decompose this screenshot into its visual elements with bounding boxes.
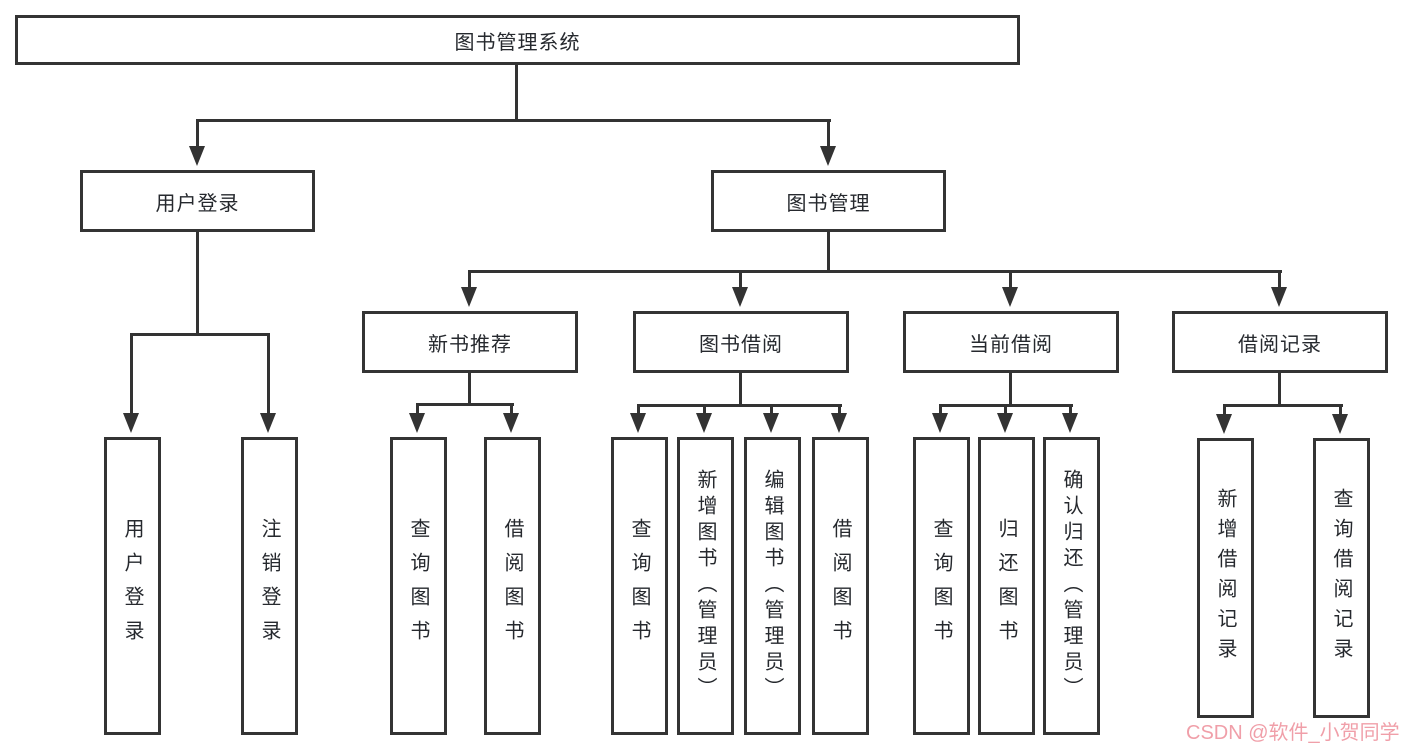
connector-drop-leaf xyxy=(1339,404,1342,418)
leaf-borrow-books: 借阅图书 xyxy=(812,437,869,735)
leaf-label: 新增图书（管理员） xyxy=(694,469,716,703)
leaf-confirm-return-admin: 确认归还（管理员） xyxy=(1043,437,1100,735)
leaf-label: 查询借阅记录 xyxy=(1330,488,1352,668)
leaf-label: 查询图书 xyxy=(930,518,952,654)
connector-drop-group xyxy=(1009,270,1012,290)
connector-group-rail xyxy=(1224,404,1343,407)
connector-group-stem xyxy=(739,372,742,406)
node-user-login: 用户登录 xyxy=(80,170,315,232)
leaf-query-books: 查询图书 xyxy=(913,437,970,735)
arrowhead-leaf xyxy=(260,413,276,433)
leaf-label: 借阅图书 xyxy=(501,518,523,654)
node-borrow-records: 借阅记录 xyxy=(1172,311,1388,373)
connector-drop-leaf xyxy=(510,403,513,417)
arrowhead-book-mgmt xyxy=(820,146,836,166)
arrowhead-leaf xyxy=(409,413,425,433)
leaf-label: 新增借阅记录 xyxy=(1214,488,1236,668)
leaf-return-books: 归还图书 xyxy=(978,437,1035,735)
connector-level2-rail xyxy=(468,270,1282,273)
leaf-borrow-books: 借阅图书 xyxy=(484,437,541,735)
node-new-book-recommend: 新书推荐 xyxy=(362,311,578,373)
connector-drop-book-mgmt xyxy=(827,119,830,149)
node-label: 借阅记录 xyxy=(1238,333,1322,356)
node-label: 图书管理系统 xyxy=(454,31,581,54)
arrowhead-leaf xyxy=(763,413,779,433)
connector-user-login-stem xyxy=(196,231,199,335)
leaf-label: 查询图书 xyxy=(628,518,650,654)
node-book-borrow: 图书借阅 xyxy=(633,311,849,373)
arrowhead-group xyxy=(732,287,748,307)
leaf-query-books: 查询图书 xyxy=(390,437,447,735)
arrowhead-group xyxy=(1271,287,1287,307)
connector-user-login-rail xyxy=(131,333,270,336)
leaf-label: 查询图书 xyxy=(407,518,429,654)
node-label: 新书推荐 xyxy=(428,333,512,356)
connector-level1-rail xyxy=(197,119,831,122)
leaf-label: 编辑图书（管理员） xyxy=(761,469,783,703)
connector-drop-leaf xyxy=(130,333,133,417)
connector-drop-leaf xyxy=(703,404,706,417)
connector-drop-leaf xyxy=(838,404,841,417)
connector-book-mgmt-stem xyxy=(827,231,830,273)
arrowhead-group xyxy=(461,287,477,307)
connector-drop-leaf xyxy=(416,403,419,417)
arrowhead-leaf xyxy=(831,413,847,433)
arrowhead-leaf xyxy=(123,413,139,433)
node-label: 用户登录 xyxy=(155,192,240,215)
connector-drop-group xyxy=(1278,270,1281,290)
connector-root-stem xyxy=(515,65,518,122)
arrowhead-leaf xyxy=(1062,413,1078,433)
leaf-logout: 注销登录 xyxy=(241,437,298,735)
leaf-user-login: 用户登录 xyxy=(104,437,161,735)
connector-group-stem xyxy=(1278,372,1281,406)
connector-drop-user-login xyxy=(196,119,199,149)
arrowhead-leaf xyxy=(932,413,948,433)
leaf-label: 借阅图书 xyxy=(829,518,851,654)
leaf-add-books-admin: 新增图书（管理员） xyxy=(677,437,734,735)
arrowhead-leaf xyxy=(1216,414,1232,434)
node-label: 图书借阅 xyxy=(699,333,783,356)
connector-drop-leaf xyxy=(1223,404,1226,418)
arrowhead-user-login xyxy=(189,146,205,166)
connector-group-stem xyxy=(1009,372,1012,406)
node-root-library-system: 图书管理系统 xyxy=(15,15,1020,65)
leaf-edit-books-admin: 编辑图书（管理员） xyxy=(744,437,801,735)
leaf-label: 用户登录 xyxy=(121,518,143,654)
connector-drop-leaf xyxy=(1004,404,1007,417)
connector-drop-leaf xyxy=(1069,404,1072,417)
node-book-management: 图书管理 xyxy=(711,170,946,232)
leaf-add-borrow-record: 新增借阅记录 xyxy=(1197,438,1254,718)
node-label: 当前借阅 xyxy=(969,333,1053,356)
leaf-label: 确认归还（管理员） xyxy=(1060,469,1082,703)
node-label: 图书管理 xyxy=(786,192,871,215)
connector-drop-leaf xyxy=(267,333,270,417)
connector-drop-group xyxy=(739,270,742,290)
arrowhead-leaf xyxy=(997,413,1013,433)
leaf-query-borrow-record: 查询借阅记录 xyxy=(1313,438,1370,718)
connector-group-rail xyxy=(638,404,842,407)
leaf-label: 归还图书 xyxy=(995,518,1017,654)
connector-drop-leaf xyxy=(770,404,773,417)
node-current-borrow: 当前借阅 xyxy=(903,311,1119,373)
connector-drop-leaf xyxy=(939,404,942,417)
csdn-watermark: CSDN @软件_小贺同学 xyxy=(1186,722,1400,744)
arrowhead-leaf xyxy=(630,413,646,433)
arrowhead-group xyxy=(1002,287,1018,307)
connector-group-rail xyxy=(417,403,514,406)
arrowhead-leaf xyxy=(1332,414,1348,434)
arrowhead-leaf xyxy=(503,413,519,433)
connector-drop-group xyxy=(468,270,471,290)
leaf-label: 注销登录 xyxy=(258,518,280,654)
connector-group-stem xyxy=(468,372,471,405)
arrowhead-leaf xyxy=(696,413,712,433)
leaf-query-books: 查询图书 xyxy=(611,437,668,735)
connector-drop-leaf xyxy=(637,404,640,417)
